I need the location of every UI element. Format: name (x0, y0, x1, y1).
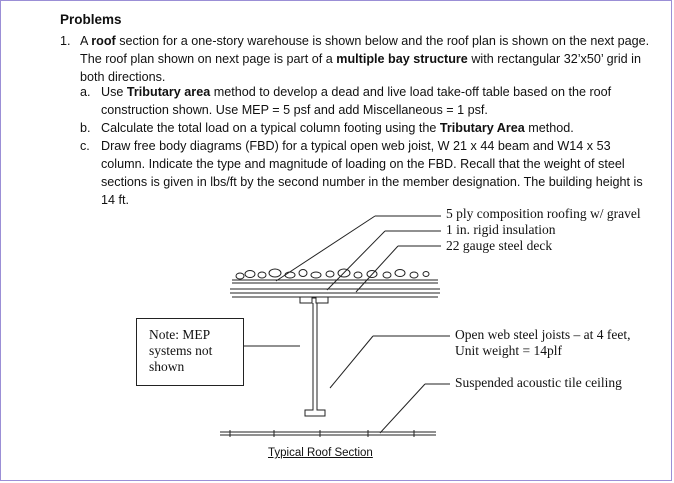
roofing-callout: 5 ply composition roofing w/ gravel 1 in… (446, 206, 641, 254)
subitem-letter: a. (80, 85, 91, 99)
note-line: shown (149, 359, 185, 374)
note-line: systems not (149, 343, 213, 358)
subitem-text: Use Tributary area method to develop a d… (101, 85, 612, 117)
joist-top-chord (299, 297, 329, 304)
subitem-text: Draw free body diagrams (FBD) for a typi… (101, 139, 643, 207)
deck-label: 22 gauge steel deck (446, 238, 553, 253)
mep-note-box: Note: MEP systems not shown (136, 318, 244, 386)
figure-caption: Typical Roof Section (268, 447, 373, 459)
subitem-letter: c. (80, 139, 90, 153)
problem-number: 1. (60, 34, 71, 48)
subitem-letter: b. (80, 121, 91, 135)
problem-text: A roof section for a one-story warehouse… (80, 34, 650, 84)
joist-label: Open web steel joists – at 4 feet, (455, 327, 631, 342)
roofing-label: 5 ply composition roofing w/ gravel (446, 206, 641, 221)
subitem-text: Calculate the total load on a typical co… (101, 121, 574, 135)
ceiling-callout: Suspended acoustic tile ceiling (455, 375, 622, 390)
joist-callout: Open web steel joists – at 4 feet, Unit … (455, 327, 630, 359)
insulation-label: 1 in. rigid insulation (446, 222, 556, 237)
joist-weight-label: Unit weight = 14plf (455, 343, 562, 358)
gravel-layer (235, 268, 430, 280)
section-heading: Problems (60, 12, 122, 27)
joist-bottom-chord (304, 402, 326, 417)
note-line: Note: MEP (149, 327, 211, 342)
